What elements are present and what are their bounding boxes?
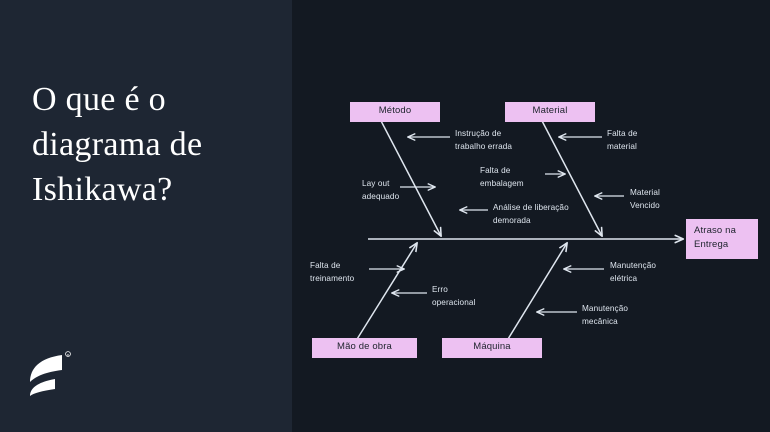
cause-label-analise: Análise de liberação demorada: [493, 203, 569, 225]
bone-mao-de-obra: [353, 243, 417, 345]
category-box-mao-de-obra[interactable]: Mão de obra: [312, 338, 417, 358]
effect-box[interactable]: Atraso na Entrega: [686, 219, 758, 259]
bone-maquina: [504, 243, 567, 345]
feedz-logo: R: [22, 348, 78, 400]
diagram-lines: [353, 116, 770, 345]
cause-label-manutencao-eletrica: Manutenção elétrica: [610, 261, 657, 283]
cause-label-erro-operacional: Erro operacional: [432, 285, 476, 307]
page-title: O que é o diagrama de Ishikawa?: [32, 81, 203, 208]
cause-label-manutencao-mecanica: Manutenção mecânica: [582, 304, 629, 326]
category-box-material[interactable]: Material: [505, 102, 595, 122]
cause-label-layout: Lay out adequado: [362, 179, 400, 201]
bone-metodo: [378, 116, 441, 236]
bone-material: [539, 116, 602, 236]
svg-text:R: R: [67, 353, 70, 357]
cause-label-instrucao: Instrução de trabalho errada: [455, 129, 513, 151]
cause-label-falta-material: Falta de material: [607, 129, 638, 151]
cause-label-material-vencido: Material Vencido: [630, 188, 660, 210]
cause-label-falta-embalagem: Falta de embalagem: [480, 166, 524, 188]
cause-label-falta-treinamento: Falta de treinamento: [310, 261, 355, 283]
category-box-metodo[interactable]: Método: [350, 102, 440, 122]
category-box-maquina[interactable]: Máquina: [442, 338, 542, 358]
ishikawa-diagram: Método Material Mão de obra Máquina Atra…: [292, 0, 770, 432]
logo-icon: R: [30, 351, 71, 396]
